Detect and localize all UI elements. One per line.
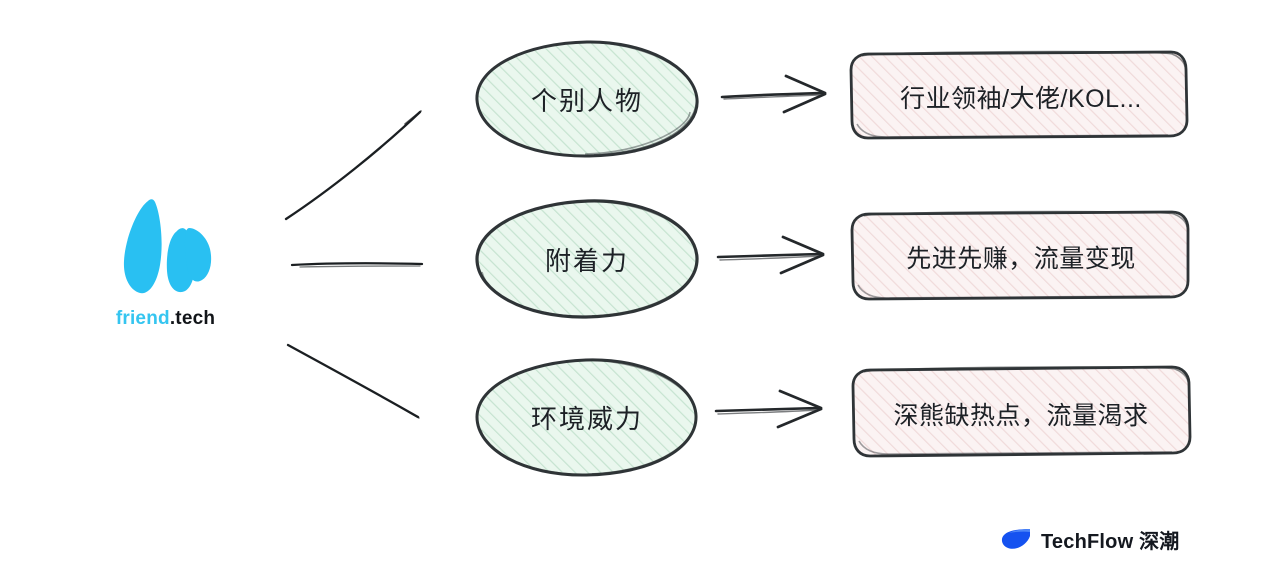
- brand-wordmark: friend.tech: [88, 308, 243, 330]
- arrow-0: [720, 74, 827, 114]
- techflow-leaf-icon: [1001, 529, 1030, 549]
- connector-line-0: [284, 110, 422, 221]
- brand-name-secondary: .tech: [169, 308, 216, 329]
- outcome-label-1: 先进先赚，流量变现: [906, 245, 1136, 273]
- outcome-label-0: 行业领袖/大佬/KOL...: [900, 85, 1142, 113]
- brand-friendtech: friend.tech: [88, 195, 243, 340]
- connector-line-1: [290, 262, 424, 268]
- watermark-label: TechFlow 深潮: [1041, 530, 1180, 553]
- ellipse-label-2: 环境威力: [530, 403, 643, 434]
- ellipse-label-0: 个别人物: [530, 85, 643, 116]
- arrow-1: [716, 235, 825, 275]
- watermark: TechFlow 深潮: [1000, 519, 1180, 559]
- arrow-2: [714, 389, 823, 429]
- outcome-label-2: 深熊缺热点，流量渴求: [893, 402, 1149, 430]
- ellipse-label-1: 附着力: [544, 245, 629, 276]
- friendtech-butterfly-icon: [123, 199, 211, 294]
- brand-name-primary: friend: [115, 308, 170, 329]
- connector-line-2: [286, 343, 420, 419]
